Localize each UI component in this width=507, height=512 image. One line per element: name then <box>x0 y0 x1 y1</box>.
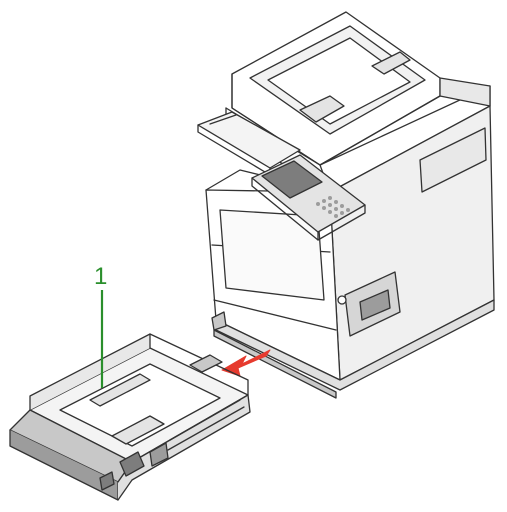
pull-direction-arrow-icon <box>221 349 271 377</box>
callout-1: 1 <box>94 263 107 388</box>
printer <box>197 11 495 399</box>
printer-body <box>205 105 495 391</box>
callout-1-number: 1 <box>94 263 107 290</box>
operator-panel <box>251 154 366 241</box>
tray-slot <box>213 329 337 399</box>
paper-cassette <box>9 333 251 501</box>
